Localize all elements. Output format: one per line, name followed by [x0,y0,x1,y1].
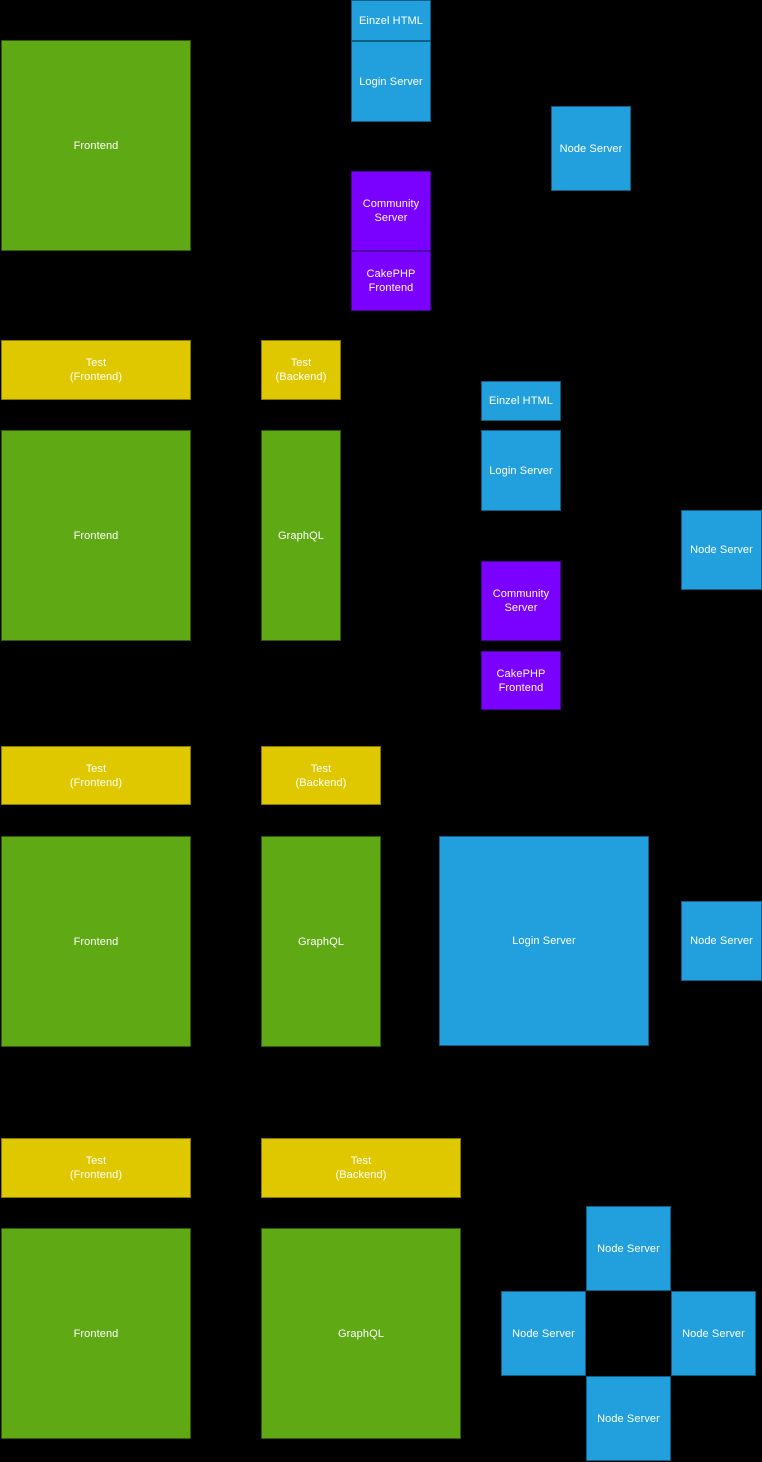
block-s4-node-server-top[interactable]: Node Server [586,1206,671,1291]
block-s4-node-server-right[interactable]: Node Server [671,1291,756,1376]
block-label: Test (Backend) [335,1155,387,1181]
block-label: Node Server [597,1242,660,1255]
block-label: Node Server [597,1412,660,1425]
block-s3-frontend[interactable]: Frontend [1,836,191,1047]
block-s2-frontend[interactable]: Frontend [1,430,191,641]
block-s3-graphql[interactable]: GraphQL [261,836,381,1047]
block-s1-login-server[interactable]: Login Server [351,41,431,122]
block-s4-node-server-left[interactable]: Node Server [501,1291,586,1376]
block-s4-node-server-bottom[interactable]: Node Server [586,1376,671,1461]
block-label: Frontend [73,1327,119,1340]
block-label: Node Server [682,1327,745,1340]
block-s4-test-backend[interactable]: Test (Backend) [261,1138,461,1198]
block-label: Test (Frontend) [69,1155,123,1181]
block-s4-test-frontend[interactable]: Test (Frontend) [1,1138,191,1198]
block-label: Node Server [512,1327,575,1340]
block-label: GraphQL [338,1327,384,1340]
block-s1-node-server[interactable]: Node Server [551,106,631,191]
block-s4-graphql[interactable]: GraphQL [261,1228,461,1439]
block-s4-frontend[interactable]: Frontend [1,1228,191,1439]
